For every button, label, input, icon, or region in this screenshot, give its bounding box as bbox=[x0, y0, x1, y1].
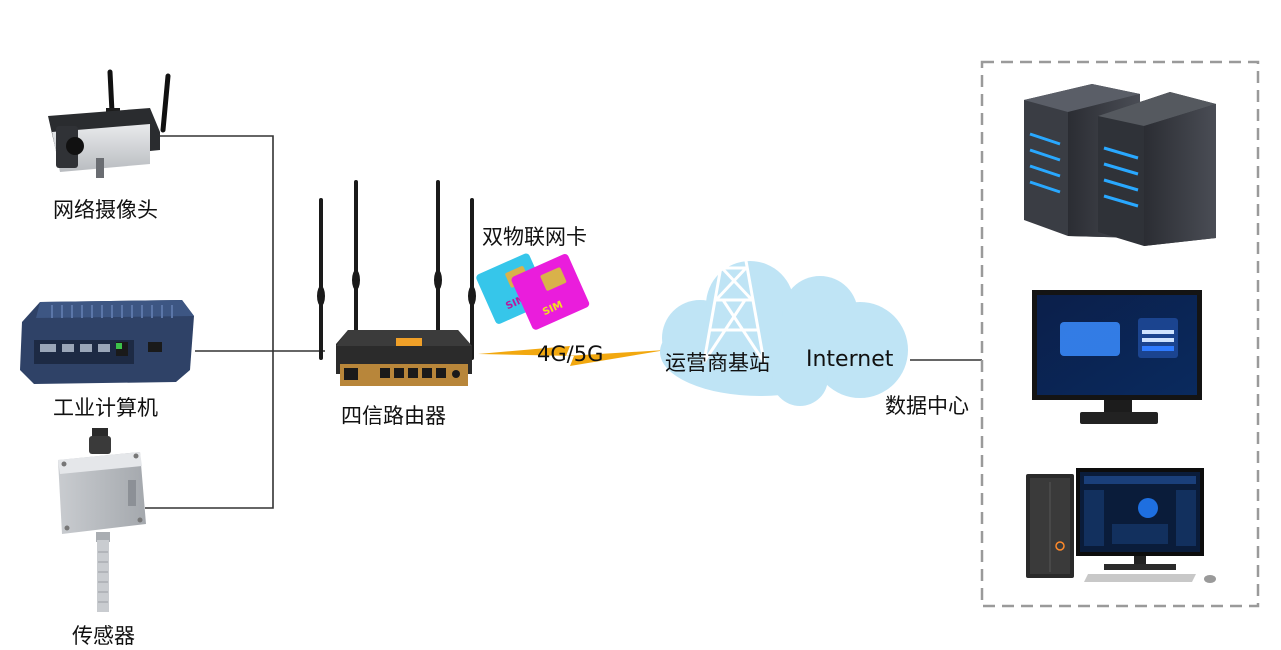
router-label: 四信路由器 bbox=[341, 404, 446, 428]
camera-link-line bbox=[160, 135, 274, 350]
wireless-label: 4G/5G bbox=[537, 342, 604, 366]
router-icon bbox=[317, 180, 476, 386]
monitor-icon bbox=[1032, 290, 1202, 424]
sensor-icon bbox=[58, 428, 146, 612]
datacenter-label: 数据中心 bbox=[885, 394, 969, 418]
cloud-icon bbox=[660, 261, 908, 406]
tower-label: 运营商基站 bbox=[665, 351, 770, 375]
camera-label: 网络摄像头 bbox=[53, 198, 158, 222]
sim-cards-icon: SIM SIM bbox=[476, 253, 590, 330]
industrial-computer-label: 工业计算机 bbox=[53, 396, 158, 420]
server-icon bbox=[1024, 84, 1216, 246]
datacenter-box bbox=[980, 60, 1260, 608]
cell-tower-icon bbox=[701, 135, 767, 363]
lightning-link-icon bbox=[478, 346, 666, 366]
desktop-pc-icon bbox=[1026, 468, 1216, 583]
sensor-label: 传感器 bbox=[72, 624, 135, 648]
sim-label: 双物联网卡 bbox=[482, 225, 587, 249]
connection-lines bbox=[145, 135, 982, 509]
internet-label: Internet bbox=[806, 347, 894, 372]
sensor-link-line bbox=[145, 350, 274, 509]
camera-icon bbox=[48, 69, 171, 178]
industrial-computer-icon bbox=[20, 300, 194, 384]
